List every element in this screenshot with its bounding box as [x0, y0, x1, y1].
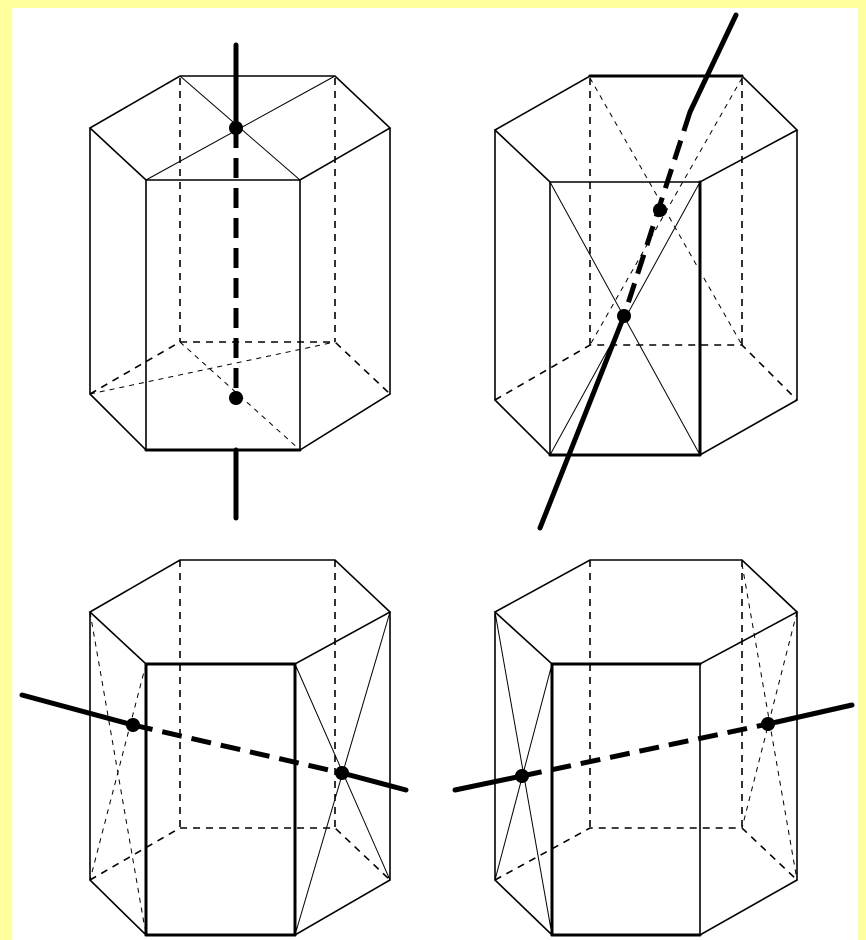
axis-point-left-face — [515, 769, 529, 783]
prism-axis-through-edge-centers — [495, 15, 797, 528]
rotation-axis — [22, 695, 406, 790]
axis-point-top — [229, 121, 243, 135]
axis-point-left-face — [126, 718, 140, 732]
top-face — [495, 76, 797, 182]
axis-point-right-face — [335, 766, 349, 780]
top-face — [90, 560, 390, 664]
prism-axis-through-top-and-bottom-faces — [90, 45, 390, 518]
axis-point-front — [617, 309, 631, 323]
hidden-edges — [495, 78, 797, 400]
axis-point-right-face — [761, 717, 775, 731]
prism-axis-through-opposite-side-faces-mirrored — [455, 560, 852, 935]
axis-point-bottom — [229, 391, 243, 405]
rotation-axis — [229, 45, 243, 518]
top-face — [495, 560, 797, 664]
axis-point-back — [653, 203, 667, 217]
visible-edges — [495, 130, 797, 455]
hidden-edges — [495, 560, 797, 880]
prism-axis-through-opposite-side-faces — [22, 560, 406, 935]
rotation-axis — [455, 705, 852, 790]
